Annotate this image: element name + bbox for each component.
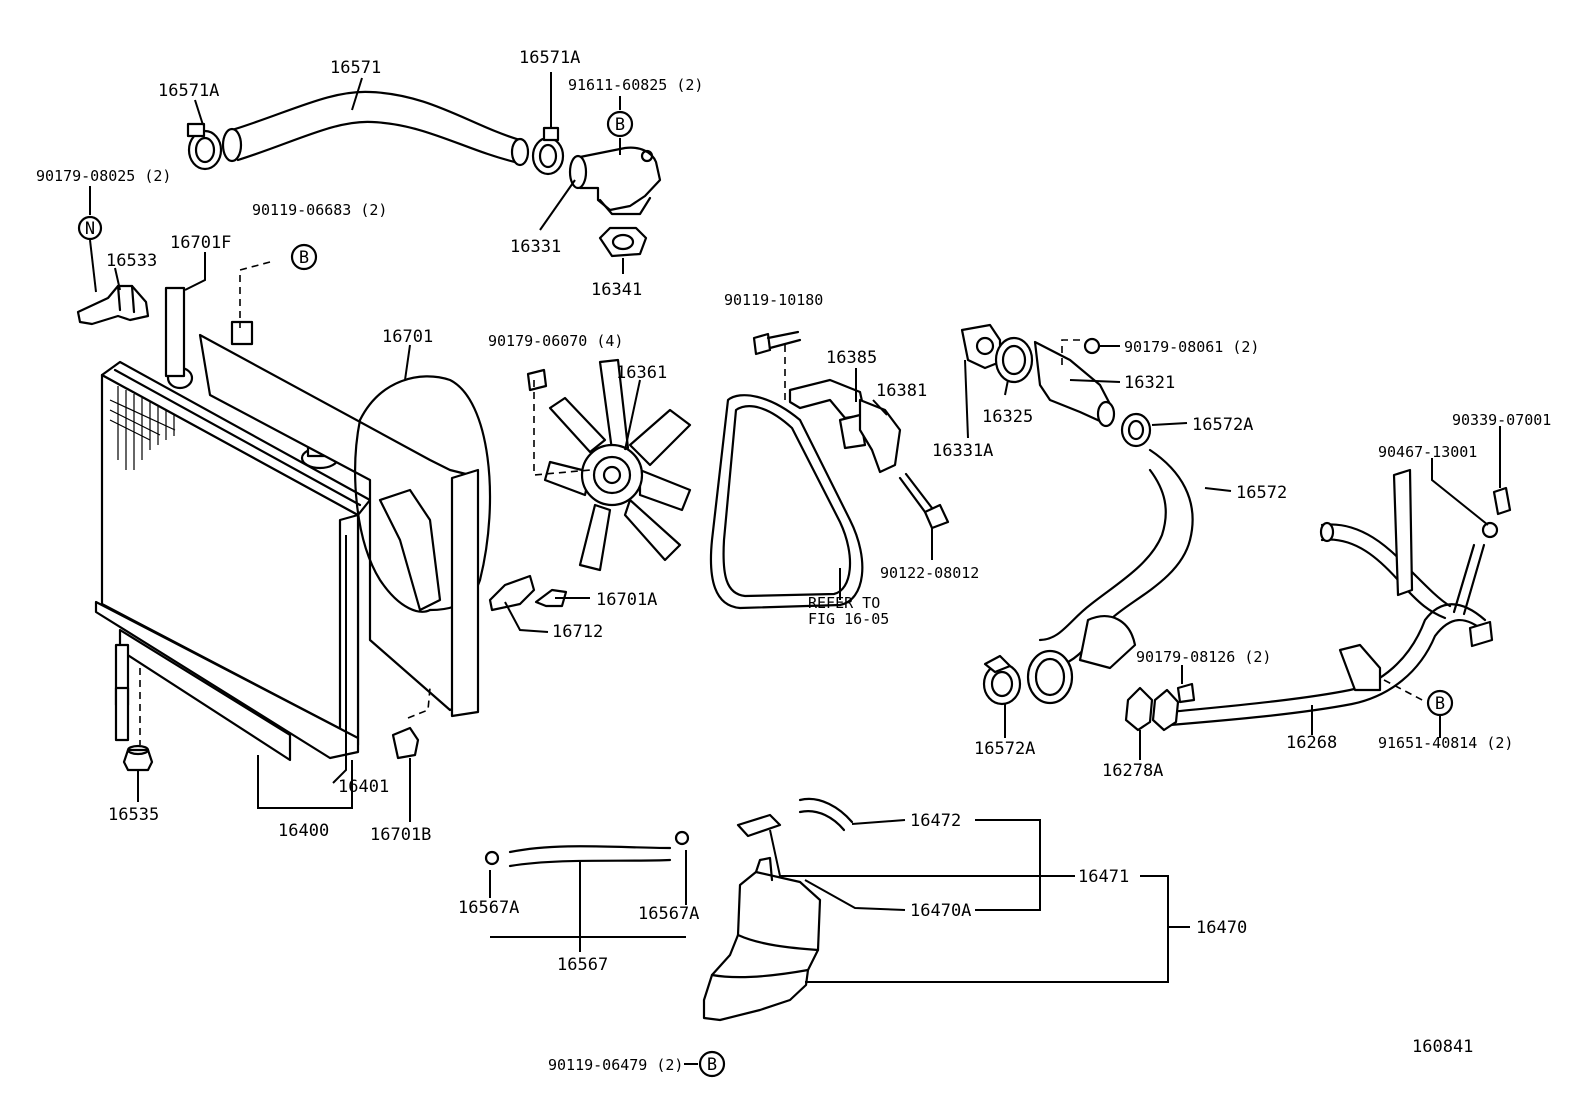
shroud-clip: [391, 726, 420, 760]
svg-text:B: B: [615, 115, 625, 135]
label-16385: 16385: [826, 348, 877, 368]
svg-text:N: N: [85, 219, 95, 239]
v-ribbed-belt: [709, 394, 864, 610]
bypass-gasket: [1124, 686, 1180, 732]
label-90119-10180: 90119-10180: [724, 291, 823, 309]
housing-bolt: [1083, 337, 1101, 355]
svg-text:B: B: [299, 248, 309, 268]
label-16471: 16471: [1078, 867, 1129, 887]
label-90119-06683: 90119-06683 (2): [252, 201, 387, 219]
hose-clip-left: [484, 850, 500, 866]
label-16278a: 16278A: [1102, 761, 1163, 781]
label-16572a-top: 16572A: [1192, 415, 1253, 435]
water-inlet-cap: [960, 323, 1002, 370]
note-line1: REFER TO: [808, 594, 880, 612]
fan-nut: [526, 368, 548, 392]
label-16268: 16268: [1286, 733, 1337, 753]
reserve-tank: [702, 856, 822, 1022]
svg-text:B: B: [707, 1055, 717, 1075]
hose-clip-90467: [1481, 521, 1499, 539]
label-16567a-left: 16567A: [458, 898, 519, 918]
label-16701a: 16701A: [596, 590, 657, 610]
hose-clamp-left: [186, 122, 223, 171]
label-16470: 16470: [1196, 918, 1247, 938]
label-16361: 16361: [616, 363, 667, 383]
upper-radiator-hose: [221, 90, 530, 167]
thermostat-gasket: [994, 336, 1034, 384]
label-90119-06479: 90119-06479 (2): [548, 1056, 683, 1074]
label-16712: 16712: [552, 622, 603, 642]
label-16470a: 16470A: [910, 901, 971, 921]
lower-hose-clamp-bottom: [982, 654, 1022, 706]
radiator-core-fins: [109, 386, 176, 470]
lower-hose-clamp-top: [1120, 412, 1152, 448]
cooling-fan: [543, 358, 692, 572]
figure-id: 160841: [1412, 1037, 1473, 1057]
marker-b-top: B: [606, 110, 634, 138]
leader-lines: [89, 72, 1501, 1065]
label-16533: 16533: [106, 251, 157, 271]
bolt-90119-10180: [752, 330, 802, 356]
label-16472: 16472: [910, 811, 961, 831]
adjusting-bar: [788, 378, 867, 450]
label-90339-07001: 90339-07001: [1452, 411, 1551, 429]
label-16571a-left: 16571A: [158, 81, 219, 101]
label-16321: 16321: [1124, 373, 1175, 393]
label-16535: 16535: [108, 805, 159, 825]
hose-90339: [1492, 486, 1512, 516]
fan-shroud: [198, 333, 492, 718]
marker-n: N: [77, 215, 103, 241]
label-16331a: 16331A: [932, 441, 993, 461]
bypass-nut: [1176, 682, 1196, 704]
label-16400: 16400: [278, 821, 329, 841]
reserve-tank-cap: [736, 813, 782, 838]
radiator-lower-cushion: [122, 744, 154, 772]
water-outlet: [568, 146, 662, 216]
label-90179-08126: 90179-08126 (2): [1136, 648, 1271, 666]
label-16701b: 16701B: [370, 825, 431, 845]
label-16401: 16401: [338, 777, 389, 797]
label-91611-60825: 91611-60825 (2): [568, 76, 703, 94]
radiator: [94, 286, 372, 762]
bypass-pipe: [1168, 468, 1494, 727]
label-16701: 16701: [382, 327, 433, 347]
label-16572a-bottom: 16572A: [974, 739, 1035, 759]
shroud-bracket: [488, 574, 536, 612]
label-16331: 16331: [510, 237, 561, 257]
note-line2: FIG 16-05: [808, 610, 889, 628]
label-16325: 16325: [982, 407, 1033, 427]
bar-bracket: [858, 398, 902, 474]
outlet-gasket: [598, 226, 648, 258]
label-16701f: 16701F: [170, 233, 231, 253]
bolt-90122-08012: [898, 472, 950, 530]
label-16572: 16572: [1236, 483, 1287, 503]
lower-radiator-hose: [1026, 448, 1194, 705]
label-90179-06070: 90179-06070 (4): [488, 332, 623, 350]
radiator-support-bracket: [76, 284, 150, 326]
label-90467-13001: 90467-13001: [1378, 443, 1477, 461]
label-16571: 16571: [330, 58, 381, 78]
marker-b-radiator: B: [290, 243, 318, 271]
hose-clamp-right: [531, 126, 565, 176]
svg-text:B: B: [1435, 694, 1445, 714]
reserve-tank-hose-16472: [798, 797, 854, 832]
overflow-hose-16567: [508, 845, 672, 868]
label-16567: 16567: [557, 955, 608, 975]
label-16567a-right: 16567A: [638, 904, 699, 924]
label-90179-08061: 90179-08061 (2): [1124, 338, 1259, 356]
label-16341: 16341: [591, 280, 642, 300]
label-16381: 16381: [876, 381, 927, 401]
marker-b-tank: B: [698, 1050, 726, 1078]
hose-clip-right: [674, 830, 690, 846]
label-16571a-right: 16571A: [519, 48, 580, 68]
part-labels: 16571 16571A 16571A 91611-60825 (2) 9017…: [36, 48, 1551, 1074]
label-90122-08012: 90122-08012: [880, 564, 979, 582]
marker-b-bypass: B: [1426, 689, 1454, 717]
label-90179-08025: 90179-08025 (2): [36, 167, 171, 185]
label-91651-40814: 91651-40814 (2): [1378, 734, 1513, 752]
thermostat-housing: [1033, 340, 1116, 428]
